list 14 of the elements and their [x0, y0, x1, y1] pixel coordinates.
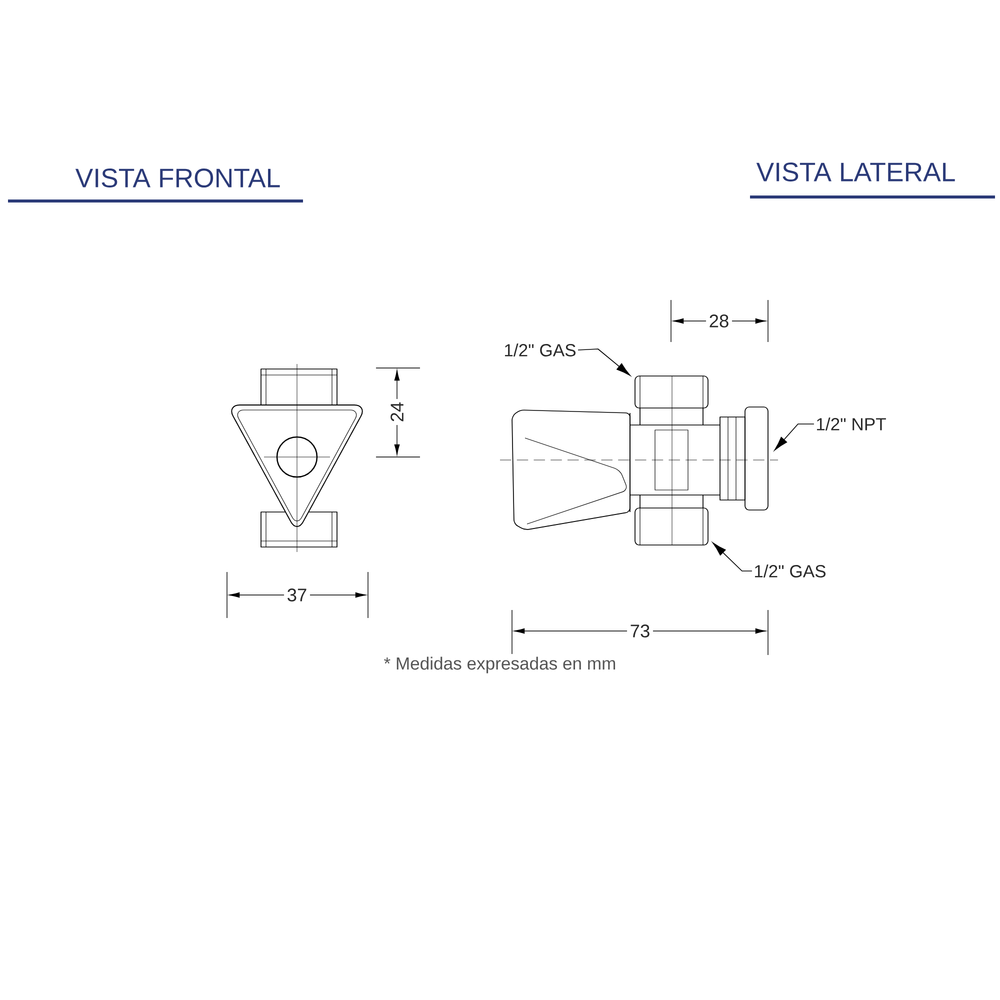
callout-text: 1/2" GAS — [505, 344, 576, 356]
dimension-value: 28 — [706, 312, 732, 330]
leader-line — [578, 348, 630, 376]
note: * Medidas expresadas en mm — [380, 654, 620, 676]
title: VISTA LATERAL — [753, 160, 959, 184]
valve-side-drawing — [500, 376, 778, 546]
dimension-value: 73 — [627, 622, 653, 640]
callout-text: 1/2" NPT — [817, 418, 886, 430]
dimension-value: 37 — [284, 586, 310, 604]
leader-line — [774, 424, 814, 451]
callout-text: 1/2" GAS — [755, 564, 826, 578]
leader-line — [712, 542, 752, 572]
title: VISTA FRONTAL — [72, 166, 284, 190]
dimension-value: 24 — [388, 399, 406, 425]
